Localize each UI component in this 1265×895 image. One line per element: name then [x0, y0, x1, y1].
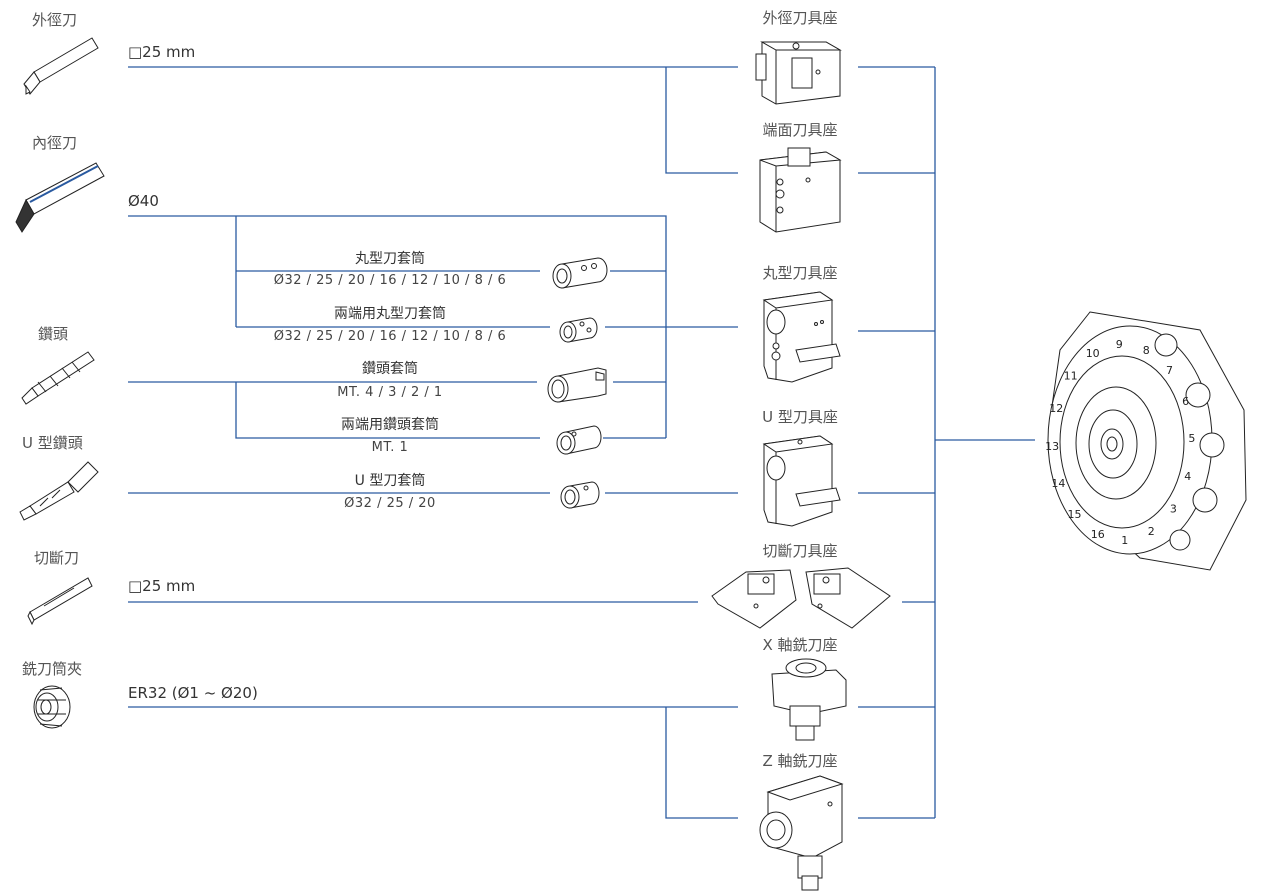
sleeve-u-sizes: Ø32 / 25 / 20: [290, 496, 490, 512]
drill-double-sleeve-icon: [557, 426, 601, 454]
od-holder-icon: [756, 42, 840, 104]
sleeve-drill-name: 鑽頭套筒: [290, 361, 490, 378]
turret-number: 12: [1049, 402, 1063, 415]
turret-number: 13: [1045, 440, 1059, 453]
turret-number: 5: [1188, 432, 1195, 445]
sleeve-drill-sizes: MT. 4 / 3 / 2 / 1: [290, 385, 490, 401]
spec-od: □25 mm: [128, 43, 195, 61]
holder-label-u: U 型刀具座: [740, 408, 860, 426]
turret-number: 14: [1051, 477, 1065, 490]
turret-number: 15: [1068, 508, 1082, 521]
holder-label-od: 外徑刀具座: [740, 9, 860, 27]
round-double-sleeve-icon: [560, 318, 597, 342]
u-holder-icon: [764, 436, 840, 526]
sleeve-u-name: U 型刀套筒: [290, 473, 490, 490]
tool-label-id: 內徑刀: [32, 134, 77, 152]
u-sleeve-icon: [561, 482, 599, 508]
connector-od-to-face: [666, 67, 738, 173]
face-holder-icon: [760, 148, 840, 232]
tool-label-collet: 銑刀筒夾: [22, 660, 82, 678]
sleeve-drill-double-name: 兩端用鑽頭套筒: [290, 417, 490, 434]
od-tool-icon: [24, 38, 98, 94]
id-tool-icon: [16, 163, 104, 232]
turret-number: 2: [1148, 525, 1155, 538]
tool-label-udrill: U 型鑽頭: [22, 434, 83, 452]
sleeve-round-name: 丸型刀套筒: [290, 251, 490, 268]
holder-label-round: 丸型刀具座: [740, 264, 860, 282]
turret-number: 6: [1182, 395, 1189, 408]
udrill-icon: [20, 462, 98, 520]
cutoff-holder-icon: [712, 568, 890, 628]
sleeve-drill-double-sizes: MT. 1: [290, 440, 490, 456]
turret-number: 16: [1091, 528, 1105, 541]
collet-icon: [34, 686, 70, 728]
tool-label-drill: 鑽頭: [38, 325, 68, 343]
sleeve-round-double-name: 兩端用丸型刀套筒: [290, 306, 490, 323]
round-holder-icon: [764, 292, 840, 382]
spec-collet: ER32 (Ø1 ~ Ø20): [128, 684, 258, 702]
sleeve-round-double-sizes: Ø32 / 25 / 20 / 16 / 12 / 10 / 8 / 6: [260, 329, 520, 345]
turret-number: 3: [1170, 503, 1177, 516]
turret-number: 11: [1064, 370, 1078, 383]
holder-label-x-mill: X 軸銑刀座: [740, 636, 860, 654]
tool-label-od: 外徑刀: [32, 11, 77, 29]
drill-icon: [22, 352, 94, 404]
holder-label-cutoff: 切斷刀具座: [740, 542, 860, 560]
turret-number: 9: [1116, 338, 1123, 351]
turret-number: 8: [1143, 344, 1150, 357]
cutoff-tool-icon: [28, 578, 92, 624]
holder-label-face: 端面刀具座: [740, 121, 860, 139]
tool-label-cutoff: 切斷刀: [34, 549, 79, 567]
spec-cutoff: □25 mm: [128, 577, 195, 595]
turret-number: 10: [1086, 347, 1100, 360]
turret-number: 1: [1121, 534, 1128, 547]
turret-number: 7: [1166, 364, 1173, 377]
connector-collet-to-z: [666, 707, 738, 818]
drill-sleeve-icon: [548, 368, 606, 402]
holder-label-z-mill: Z 軸銑刀座: [740, 752, 860, 770]
sleeve-round-sizes: Ø32 / 25 / 20 / 16 / 12 / 10 / 8 / 6: [260, 273, 520, 289]
turret-number: 4: [1184, 470, 1191, 483]
x-mill-holder-icon: [772, 659, 846, 740]
round-sleeve-icon: [553, 258, 607, 288]
z-mill-holder-icon: [760, 776, 842, 890]
spec-id: Ø40: [128, 192, 159, 210]
